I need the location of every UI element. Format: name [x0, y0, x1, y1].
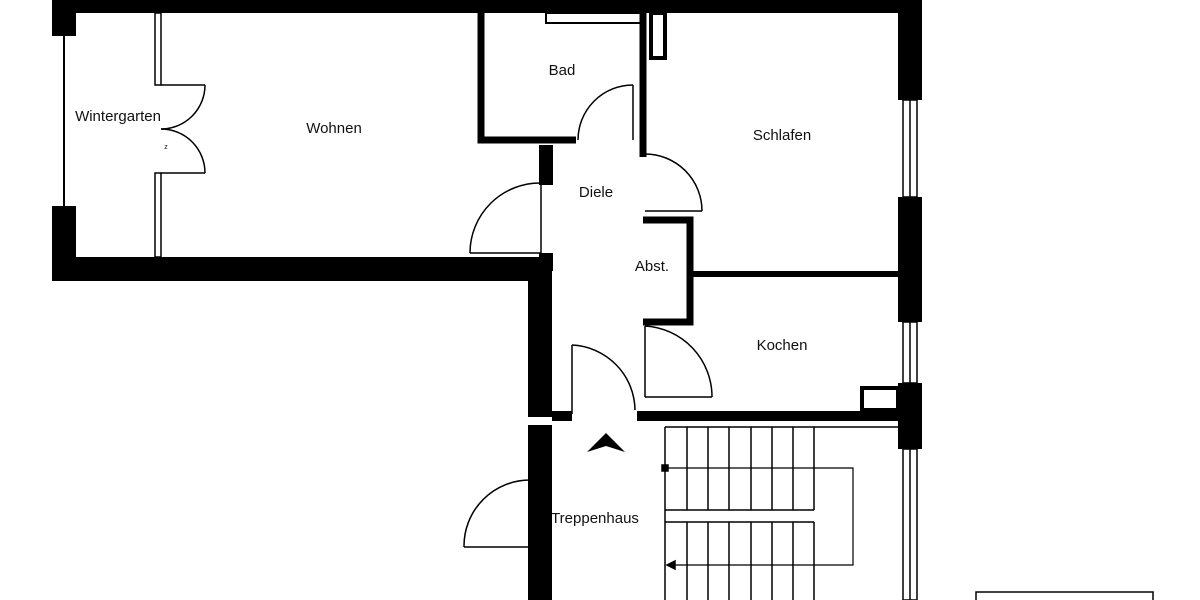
room-labels: Wintergarten z Wohnen Bad Schlafen Diele…	[75, 62, 811, 527]
room-label-wintergarten: Wintergarten	[75, 108, 161, 125]
door-wg-arc-top	[160, 84, 206, 130]
room-label-wohnen: Wohnen	[306, 120, 362, 137]
wall-corridor-west-mid	[539, 253, 553, 271]
door-bad	[577, 84, 634, 141]
door-mark-z: z	[164, 144, 168, 151]
entrance-arrow	[587, 433, 625, 452]
stair-walking-start	[661, 464, 669, 472]
wall-right-lower	[898, 383, 922, 449]
door-schlafen-arc	[644, 153, 703, 212]
staircase	[661, 426, 898, 600]
bad-fixture	[545, 12, 642, 24]
wohnen-partition-upper	[154, 12, 162, 86]
door-wintergarten	[160, 84, 206, 174]
room-label-schlafen: Schlafen	[753, 127, 811, 144]
wall-right-mid	[898, 197, 922, 322]
wall-stair-west	[528, 425, 552, 600]
door-wohnen-arc	[469, 182, 542, 254]
door-kochen	[644, 325, 713, 398]
stair-walking-line	[665, 467, 854, 566]
kochen-shaft	[860, 386, 900, 412]
door-kochen-arc	[644, 325, 713, 398]
wall-corridor-west	[528, 257, 552, 417]
wohnen-partition-lower	[154, 172, 162, 258]
door-schlafen	[644, 153, 703, 212]
door-stairwell-arc	[463, 479, 531, 548]
windows	[61, 12, 918, 600]
stair-walking-arrow	[665, 559, 676, 571]
doors	[160, 84, 713, 548]
room-label-abst: Abst.	[635, 258, 669, 275]
room-label-bad: Bad	[549, 62, 576, 79]
wall-bad	[477, 13, 558, 144]
door-entrance-arc	[571, 344, 636, 411]
room-label-treppenhaus: Treppenhaus	[551, 510, 639, 527]
wall-right-top	[898, 0, 922, 100]
wall-left-upper	[52, 0, 76, 36]
interior-walls	[477, 11, 900, 421]
bad-shaft	[649, 11, 667, 60]
door-entrance	[571, 344, 636, 414]
wall-top	[52, 0, 922, 13]
walls	[52, 0, 922, 600]
door-wohnen	[469, 182, 542, 254]
wall-wohnen-bottom	[52, 257, 552, 281]
wall-corridor-west-stub	[539, 145, 553, 185]
room-label-diele: Diele	[579, 184, 613, 201]
stair-steps-lower	[686, 522, 815, 600]
door-wg-arc-bottom	[160, 128, 206, 174]
door-stairwell	[463, 479, 531, 548]
room-label-kochen: Kochen	[757, 337, 808, 354]
door-bad-arc	[577, 84, 634, 141]
corner-box	[975, 591, 1154, 600]
